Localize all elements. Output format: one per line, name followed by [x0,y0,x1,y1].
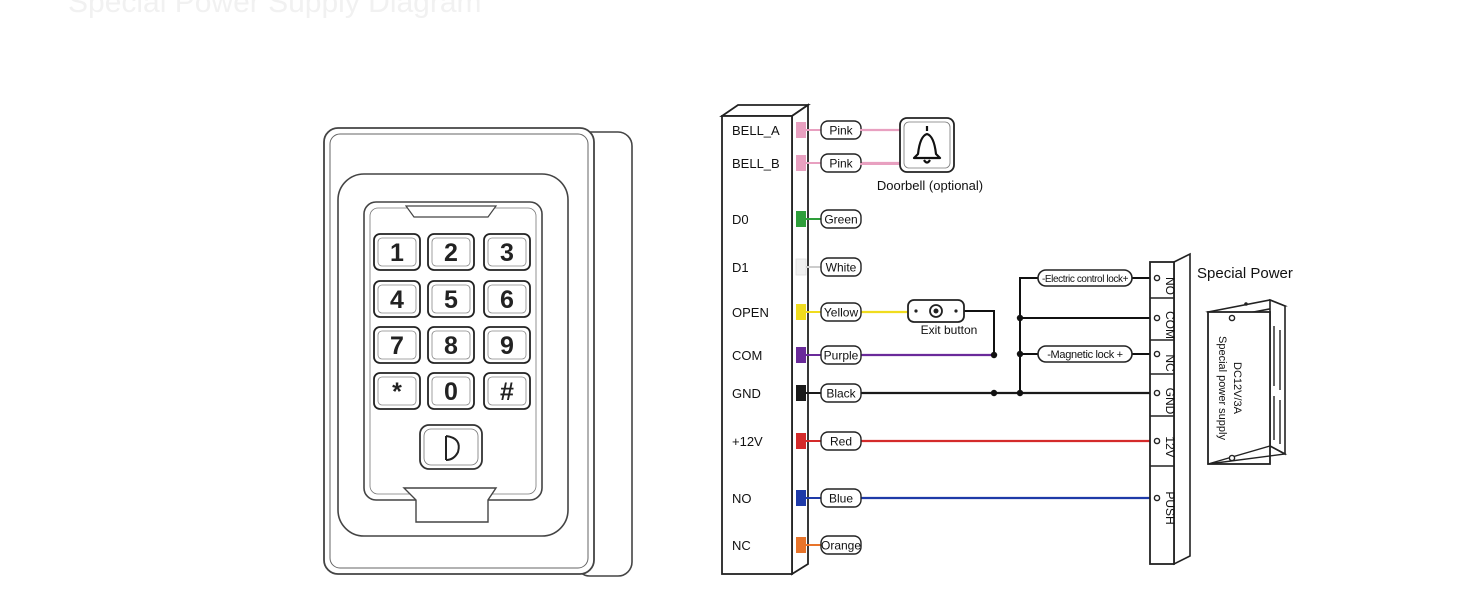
terminal-label: GND [732,386,761,401]
terminal-label: NO [732,491,752,506]
wire-color-label: Green [824,213,857,227]
key-label: 2 [444,239,458,267]
terminal-d0: D0 Green [732,209,862,229]
key-label: 8 [444,332,458,360]
key-label: * [392,378,402,406]
key-1: 2 [427,233,475,271]
electric-lock-label: -Electric control lock+ [1042,274,1129,285]
key-label: 5 [444,286,458,314]
key-4: 5 [427,280,475,318]
terminal-label: D0 [732,212,749,227]
wire-color-label: Blue [829,492,853,506]
magnetic-lock-label: -Magnetic lock + [1047,349,1123,361]
wire-color-label: Red [830,435,852,449]
wire-color-label: Yellow [824,306,859,320]
terminal-nc: NC Orange [732,535,862,555]
bell-icon [912,126,942,164]
terminal-com: COM Purple [732,345,994,365]
key-2: 3 [483,233,531,271]
power-supply-title: Special Power [1197,265,1293,282]
power-supply-desc: Special power supply [1216,336,1228,440]
key-6: 7 [373,326,421,364]
key-label: 4 [390,286,404,314]
wire-color-label: Pink [829,124,853,138]
key-label: 7 [390,332,404,360]
power-supply-rating: DC12V/3A [1231,362,1243,415]
key-10: 0 [427,372,475,410]
key-11: # [483,372,531,410]
terminal-label: OPEN [732,305,769,320]
terminal-no: NO Blue [732,488,1150,508]
terminal-open: OPEN Yellow [732,302,908,322]
junction-dots [990,314,1024,397]
doorbell-key-icon [445,435,460,461]
doorbell: Doorbell (optional) [860,117,983,193]
power-terminal-12v: 12V [1150,415,1177,458]
exit-button-label: Exit button [921,323,978,337]
key-7: 8 [427,326,475,364]
keypad-keys: 1 2 3 4 5 6 7 8 9 * 0 # [373,233,531,410]
wire-color-label: Black [826,387,856,401]
key-label: 1 [390,239,404,267]
terminal-label: +12V [732,434,763,449]
power-terminal-label: GND [1163,388,1177,415]
power-terminal-push: PUSH [1150,465,1177,525]
keypad-device: 1 2 3 4 5 6 7 8 9 * 0 # [323,127,633,577]
power-terminal-no: NO [1153,274,1177,295]
key-9: * [373,372,421,410]
terminal-label: D1 [732,260,749,275]
key-8: 9 [483,326,531,364]
wire-color-label: Orange [821,539,861,553]
power-terminal-com: COM [1150,297,1177,339]
electric-control-lock: -Electric control lock+ [1037,269,1133,287]
terminal-d1: D1 White [732,257,862,277]
wiring [964,277,1150,393]
power-terminal-label: 12V [1163,436,1177,457]
key-label: # [500,378,514,406]
terminal-label: NC [732,538,751,553]
exit-button: Exit button [907,299,978,337]
key-0: 1 [373,233,421,271]
power-supply: Special Power DC12V/3A Special power sup… [1197,265,1293,465]
terminal-label: BELL_A [732,123,780,138]
terminal-gnd: GND Black [732,383,1150,403]
terminal-label: BELL_B [732,156,780,171]
wire-color-label: Pink [829,157,853,171]
power-terminal-gnd: GND [1150,373,1177,415]
power-terminal-label: NO [1163,277,1177,295]
power-terminal-label: COM [1163,311,1177,339]
power-terminal-strip [1149,252,1191,566]
key-label: 6 [500,286,514,314]
wire-color-label: White [826,261,857,275]
page-title: Special Power Supply Diagram [68,0,482,19]
doorbell-label: Doorbell (optional) [877,178,983,193]
terminal-label: COM [732,348,762,363]
power-terminal-label: NC [1163,354,1177,372]
wire-color-label: Purple [824,349,859,363]
key-3: 4 [373,280,421,318]
power-terminal-nc: NC [1150,339,1177,372]
terminal-12v: +12V Red [732,431,1150,451]
key-label: 3 [500,239,514,267]
magnetic-lock: -Magnetic lock + [1037,345,1133,363]
power-terminal-label: PUSH [1163,491,1177,524]
key-label: 9 [500,332,514,360]
power-terminals: NO COM NC GND 12V PUSH [1150,274,1177,525]
key-5: 6 [483,280,531,318]
key-label: 0 [444,378,458,406]
